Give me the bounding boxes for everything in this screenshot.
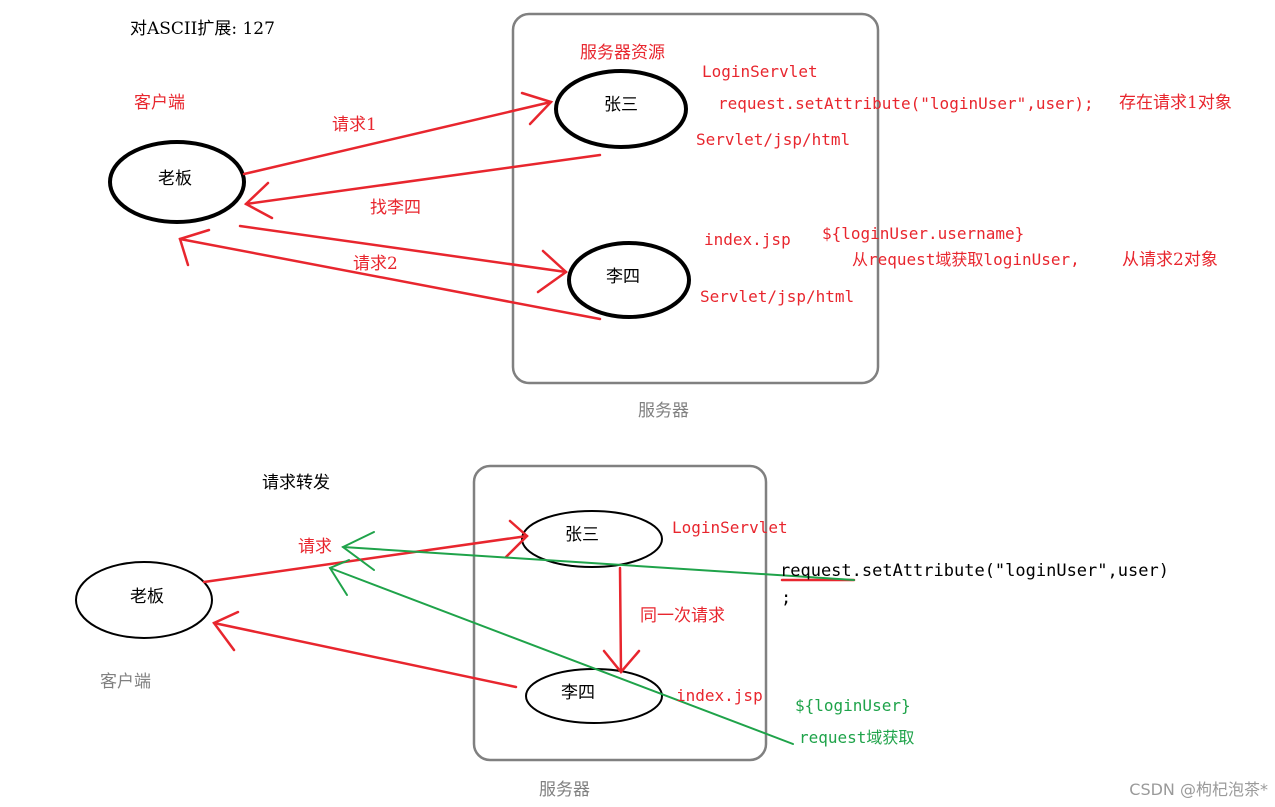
bottom-server-caption: 服务器 — [539, 780, 590, 800]
top-find-lisi-label: 找李四 — [370, 198, 421, 218]
bottom-request-arrowhead — [504, 519, 529, 559]
bottom-request-arrow — [202, 534, 529, 584]
top-request1-arrowhead — [520, 91, 554, 126]
bottom-semicolon: ; — [781, 588, 791, 608]
top-zhangsan-node — [554, 69, 688, 149]
bottom-forward-arrow — [618, 566, 623, 674]
top-client-label: 客户端 — [134, 93, 185, 113]
bottom-forward-arrowhead — [602, 649, 641, 674]
top-login-servlet-label: LoginServlet — [702, 62, 818, 81]
top-find-lisi-arrowhead — [243, 181, 274, 220]
bottom-client-label: 客户端 — [100, 672, 151, 692]
bottom-set-attribute-green-arrowhead — [341, 531, 375, 571]
top-lisi-node — [567, 241, 691, 319]
top-lisi-node-label: 李四 — [606, 267, 640, 287]
top-resource-label: 服务器资源 — [580, 43, 665, 63]
top-request2-arrow — [238, 224, 568, 274]
top-header-note: 对ASCII扩展: 127 — [130, 19, 275, 39]
top-request1-arrow — [242, 100, 553, 176]
top-el-expression: ${loginUser.username} — [822, 224, 1024, 243]
top-request2-label: 请求2 — [353, 254, 398, 274]
top-servlet-jsp-html-1: Servlet/jsp/html — [696, 130, 850, 149]
bottom-same-request-label: 同一次请求 — [640, 606, 725, 626]
bottom-request-label: 请求 — [298, 537, 332, 557]
bottom-get-note: request域获取 — [799, 728, 914, 747]
bottom-response-arrow — [212, 621, 518, 689]
bottom-boss-node-label: 老板 — [130, 587, 164, 607]
bottom-el-expression: ${loginUser} — [795, 696, 911, 715]
top-find-lisi-arrow — [244, 153, 602, 206]
top-zhangsan-node-label: 张三 — [604, 95, 638, 115]
top-server-caption: 服务器 — [638, 401, 689, 421]
bottom-login-servlet-label: LoginServlet — [672, 518, 788, 537]
top-request2-arrowhead — [536, 249, 568, 294]
top-boss-node — [108, 140, 246, 224]
bottom-server-box — [472, 464, 768, 762]
top-diagram: 老板 张三 李四 对ASCII扩展: 127 客户端 服务器资源 请求1 找李四… — [108, 12, 1232, 421]
top-index-jsp-label: index.jsp — [704, 230, 791, 249]
bottom-response-arrowhead — [212, 610, 240, 652]
bottom-lisi-node-label: 李四 — [561, 683, 595, 703]
bottom-index-jsp-label: index.jsp — [676, 686, 763, 705]
bottom-boss-node — [75, 561, 213, 639]
bottom-get-attribute-green-arrowhead — [328, 559, 350, 596]
top-lisi-response-arrowhead — [178, 228, 211, 267]
bottom-zhangsan-node — [521, 510, 663, 568]
top-servlet-jsp-html-2: Servlet/jsp/html — [700, 287, 854, 306]
bottom-get-attribute-green-arrow — [329, 567, 794, 745]
top-request1-label: 请求1 — [332, 115, 377, 135]
top-lisi-response-arrow — [178, 237, 602, 321]
csdn-watermark: CSDN @枸杞泡茶* — [1129, 780, 1268, 799]
top-get-note-1: 从request域获取loginUser, — [852, 250, 1080, 269]
top-server-box — [511, 12, 880, 385]
bottom-zhangsan-node-label: 张三 — [565, 525, 599, 545]
bottom-set-attribute-code: request.setAttribute("loginUser",user) — [780, 561, 1169, 581]
top-boss-node-label: 老板 — [158, 169, 192, 189]
top-set-attribute-code: request.setAttribute("loginUser",user); — [718, 94, 1094, 113]
bottom-title: 请求转发 — [262, 473, 330, 493]
bottom-diagram: 老板 张三 李四 请求转发 请求 客户端 — [75, 464, 1169, 800]
top-store-note: 存在请求1对象 — [1119, 93, 1232, 113]
top-get-note-2: 从请求2对象 — [1122, 250, 1218, 270]
bottom-set-attribute-green-arrow — [342, 546, 855, 581]
